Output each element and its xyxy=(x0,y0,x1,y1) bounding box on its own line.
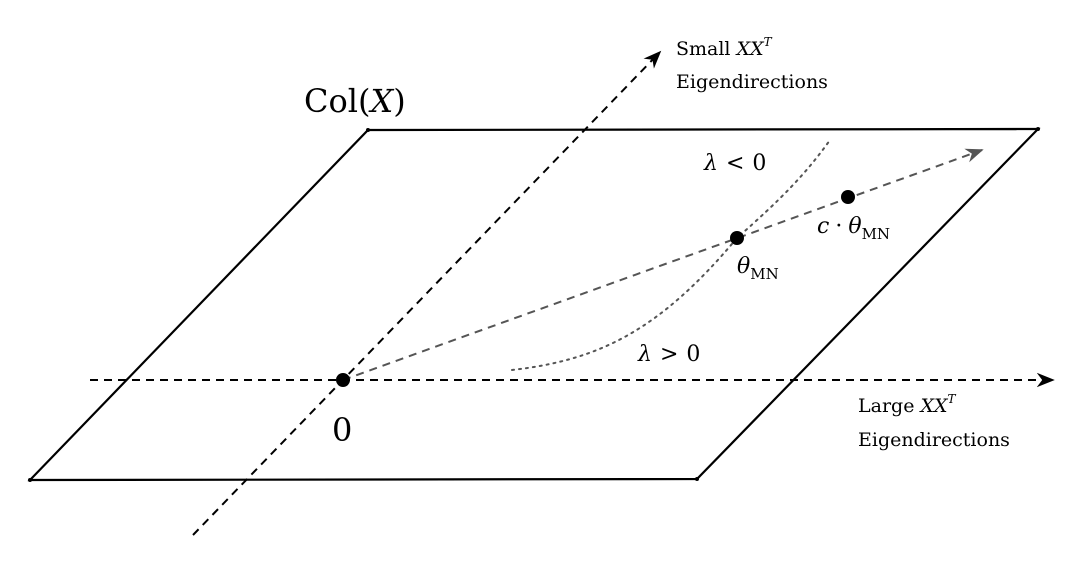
plane-corner-top-left xyxy=(366,128,370,132)
theta-mn-label: θMN xyxy=(737,254,779,283)
small-eigen-label-line2: Eigendirections xyxy=(676,71,828,93)
lambda-positive-label: λ>0 xyxy=(637,342,700,367)
plane-corner-bottom-left xyxy=(28,478,32,482)
origin-label: 0 xyxy=(332,411,352,449)
lambda-negative-label: λ<0 xyxy=(703,151,766,176)
plane-corner-top-right xyxy=(1036,127,1040,131)
small-eigen-label-line1: Small XXT xyxy=(676,35,773,60)
c-theta-mn-label: c·θMN xyxy=(817,214,890,243)
large-eigen-label-line1: Large XXT xyxy=(858,392,957,417)
theta-mn-point xyxy=(730,231,744,245)
min-norm-direction xyxy=(342,148,984,381)
origin-point xyxy=(336,373,350,387)
c-theta-mn-point xyxy=(841,190,855,204)
plane-corner-bottom-right xyxy=(695,477,699,481)
plane-label: Col(X) xyxy=(304,82,406,120)
large-eigen-label-line2: Eigendirections xyxy=(858,429,1010,451)
small-eigen-axis xyxy=(192,50,662,536)
regularization-path-curve xyxy=(511,139,831,371)
